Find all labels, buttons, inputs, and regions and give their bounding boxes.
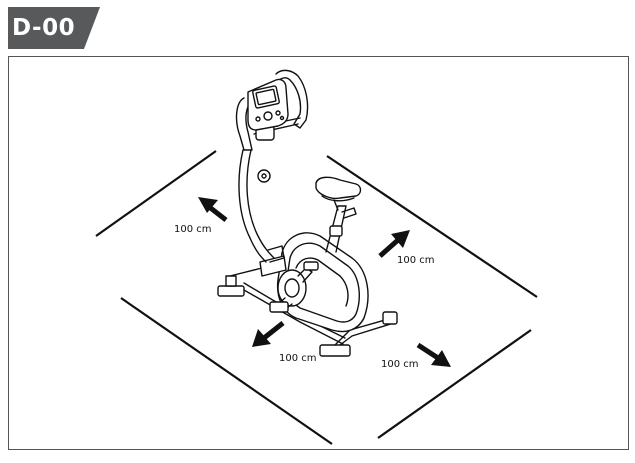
arrow-icon-front <box>252 321 285 347</box>
frame-border <box>8 56 629 450</box>
step-label: D-00 <box>12 15 76 41</box>
clearance-line-front-left <box>120 297 333 445</box>
step-tab: D-00 <box>0 7 100 49</box>
clearance-line-front-right <box>377 329 532 439</box>
clearance-label-back: 100 cm <box>174 224 212 235</box>
clearance-line-back-right <box>326 155 538 298</box>
arrow-icon-back <box>198 197 228 222</box>
step-tab-shape <box>8 7 100 49</box>
clearance-label-front: 100 cm <box>279 353 317 364</box>
arrow-icon-left <box>416 342 451 367</box>
clearance-label-right: 100 cm <box>397 255 435 266</box>
arrow-icon-right <box>378 230 410 258</box>
clearance-line-back-left <box>95 150 217 237</box>
exercise-bike-icon <box>217 69 398 357</box>
clearance-label-left: 100 cm <box>381 359 419 370</box>
